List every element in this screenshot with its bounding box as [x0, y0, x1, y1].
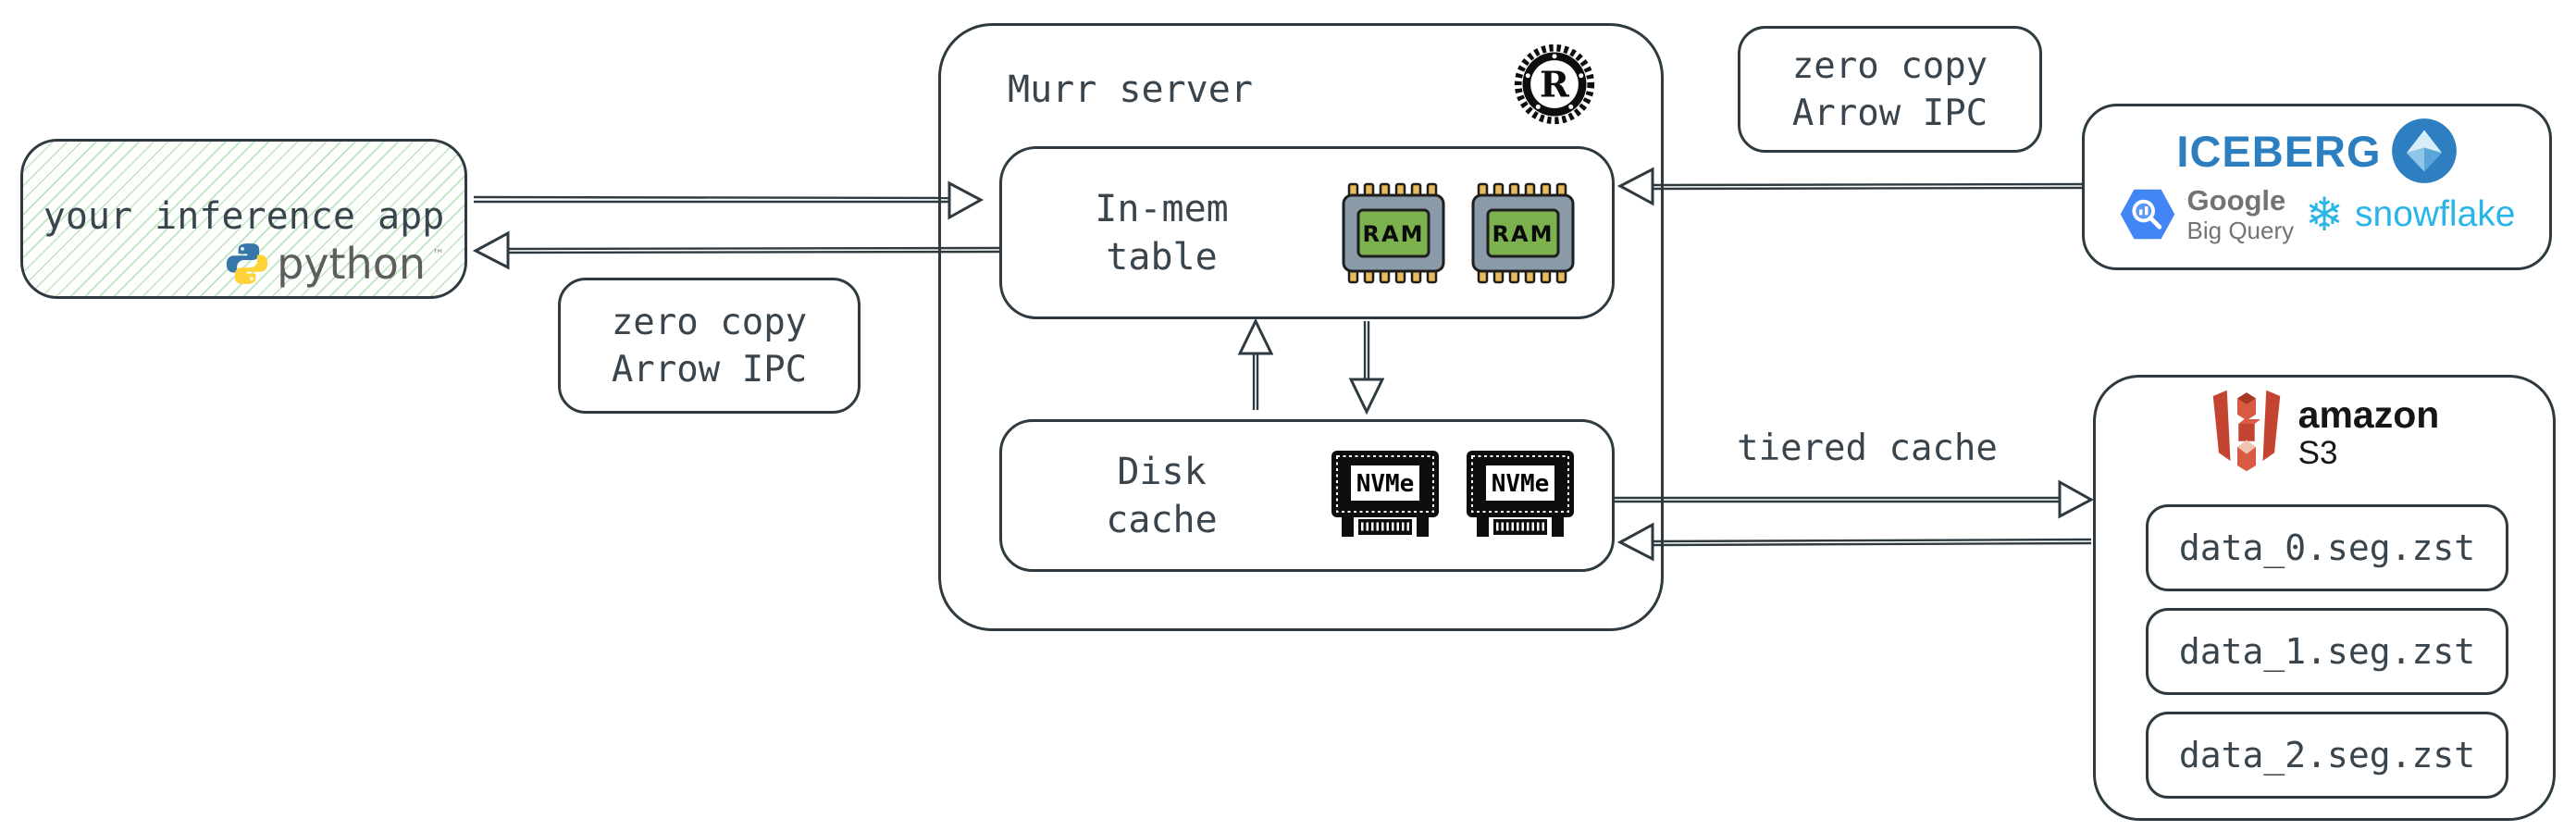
nvme-chips: NVMe NVMe [1331, 450, 1575, 542]
iceberg-logo-icon [2391, 118, 2457, 183]
inference-app-label: your inference app [43, 195, 445, 238]
disk-label-line2: cache [1106, 498, 1218, 541]
zero-copy-left-line2: Arrow IPC [611, 348, 808, 391]
zero-copy-label-left: zero copy Arrow IPC [558, 278, 861, 414]
disk-label-line1: Disk [1117, 450, 1207, 493]
nvme-chip-label: NVMe [1492, 470, 1550, 498]
murr-server-title: Murr server [1008, 68, 1253, 111]
zero-copy-label-top: zero copy Arrow IPC [1738, 26, 2042, 153]
arrow-inmem-to-app [472, 230, 1000, 270]
python-logo-icon [226, 243, 268, 284]
bigquery-wordmark: Big Query [2186, 217, 2295, 244]
python-brand-row: python ™ [224, 241, 444, 287]
disk-cache-label: Disk cache [1002, 448, 1321, 544]
inference-app-box: your inference app python ™ [20, 139, 467, 299]
inmem-label-line1: In-mem [1095, 187, 1229, 230]
iceberg-sources-box: ICEBERG Google Big Query ❄ snowflake [2082, 104, 2552, 270]
inmem-table-label: In-mem table [1002, 185, 1321, 281]
tiered-cache-label: tiered cache [1737, 428, 1998, 469]
bigquery-logo-icon [2120, 189, 2174, 240]
s3-header: amazon S3 [2096, 389, 2553, 478]
murr-server-box: Murr server R In-mem table [938, 23, 1664, 631]
inmem-label-line2: table [1106, 235, 1218, 279]
warehouse-logos-row: Google Big Query ❄ snowflake [2085, 186, 2549, 242]
s3-file-segment: data_1.seg.zst [2146, 608, 2508, 695]
s3-file-segment: data_0.seg.zst [2146, 504, 2508, 591]
s3-file-name: data_1.seg.zst [2178, 631, 2476, 672]
zero-copy-top-line1: zero copy [1791, 44, 1988, 87]
python-wordmark: python [277, 239, 426, 289]
ram-chips: RAM RAM [1342, 182, 1575, 284]
arrow-s3-to-disk [1616, 522, 2092, 562]
s3-file-list: data_0.seg.zst data_1.seg.zst data_2.seg… [2146, 504, 2508, 815]
ram-chip-icon: RAM [1471, 182, 1575, 283]
s3-service-label: S3 [2297, 435, 2338, 472]
inmem-table-box: In-mem table RAM [999, 146, 1615, 319]
iceberg-title-row: ICEBERG [2085, 118, 2549, 184]
ram-chip-icon: RAM [1342, 182, 1445, 283]
rust-letter: R [1540, 64, 1570, 105]
zero-copy-left-line1: zero copy [611, 301, 808, 343]
nvme-chip-label: NVMe [1356, 470, 1415, 498]
google-wordmark: Google [2186, 184, 2286, 217]
s3-file-name: data_2.seg.zst [2178, 735, 2476, 775]
python-trademark: ™ [432, 248, 444, 262]
nvme-chip-icon: NVMe [1331, 450, 1439, 537]
zero-copy-top-line2: Arrow IPC [1791, 92, 1988, 134]
google-bigquery-label: Google Big Query [2187, 186, 2295, 242]
snowflake-wordmark: snowflake [2355, 193, 2516, 234]
nvme-chip-icon: NVMe [1467, 450, 1574, 537]
snowflake-icon: ❄ [2305, 187, 2345, 242]
arrow-app-to-inmem [473, 180, 985, 220]
arrow-iceberg-to-inmem [1616, 167, 2083, 206]
ram-chip-label: RAM [1363, 221, 1425, 247]
s3-bucket-icon [2212, 390, 2280, 472]
iceberg-title: ICEBERG [2176, 126, 2382, 176]
s3-file-segment: data_2.seg.zst [2146, 712, 2508, 799]
rust-logo-icon: R [1514, 43, 1595, 125]
s3-file-name: data_0.seg.zst [2178, 527, 2476, 568]
arrow-disk-to-s3 [1614, 479, 2095, 519]
disk-cache-box: Disk cache NVMe NVMe [999, 419, 1615, 572]
amazon-s3-box: amazon S3 data_0.seg.zst data_1.seg.zst … [2093, 375, 2556, 821]
amazon-wordmark: amazon [2297, 393, 2440, 437]
s3-brand-block: amazon S3 [2297, 393, 2440, 472]
ram-chip-label: RAM [1492, 221, 1554, 247]
